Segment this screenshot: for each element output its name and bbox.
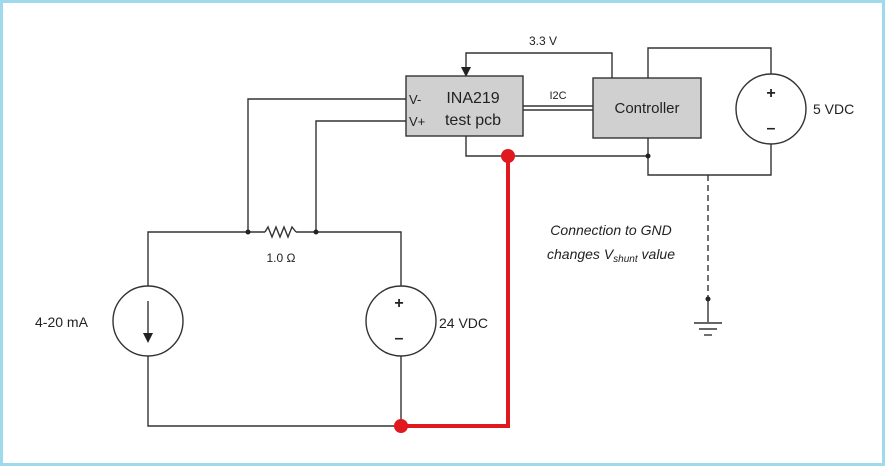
pin-vplus: V+: [409, 114, 425, 129]
annotation-line2: changes Vshunt value: [547, 246, 675, 265]
arrow-down-icon: [143, 333, 153, 343]
wire-vminus: [247, 98, 406, 232]
wire-5v-top: [647, 47, 772, 78]
controller-block: [592, 77, 702, 139]
junction-dot: [313, 229, 319, 235]
wire-3v3: [465, 52, 613, 78]
wire-loop: [147, 231, 402, 427]
label-24v: 24 VDC: [439, 315, 488, 331]
red-junction-dot: [501, 149, 515, 163]
label-3v3: 3.3 V: [529, 34, 557, 48]
wire-vplus: [315, 120, 406, 232]
pin-vminus: V-: [409, 92, 421, 107]
ina219-block: [405, 75, 524, 137]
minus-24v: –: [395, 330, 404, 347]
junction-dot: [645, 153, 651, 159]
current-source-label: 4-20 mA: [35, 314, 89, 330]
arrow-3v3-icon: [461, 67, 471, 77]
label-5v: 5 VDC: [813, 101, 854, 117]
annotation-line1: Connection to GND: [550, 222, 671, 238]
ina219-title: INA219: [446, 90, 499, 107]
wire-5v-bottom: [647, 138, 772, 176]
ina219-subtitle: test pcb: [445, 112, 501, 129]
highlighted-wire: [401, 156, 510, 428]
plus-5v: +: [766, 85, 775, 102]
red-junction-dot: [394, 419, 408, 433]
resistor-label: 1.0 Ω: [267, 251, 296, 265]
junction-dot: [245, 229, 251, 235]
voltage-source-5v: [735, 73, 807, 145]
voltage-source-24v: [365, 285, 437, 357]
circuit-diagram: + – 5 VDC 3.3 V I2C V- V+ INA219 test pc…: [35, 34, 854, 433]
minus-5v: –: [767, 120, 776, 137]
ground-icon: [694, 299, 722, 336]
wire-ina-gnd: [465, 136, 648, 157]
controller-label: Controller: [614, 100, 679, 117]
plus-24v: +: [394, 295, 403, 312]
resistor-icon: [264, 225, 297, 239]
label-i2c: I2C: [549, 90, 566, 102]
